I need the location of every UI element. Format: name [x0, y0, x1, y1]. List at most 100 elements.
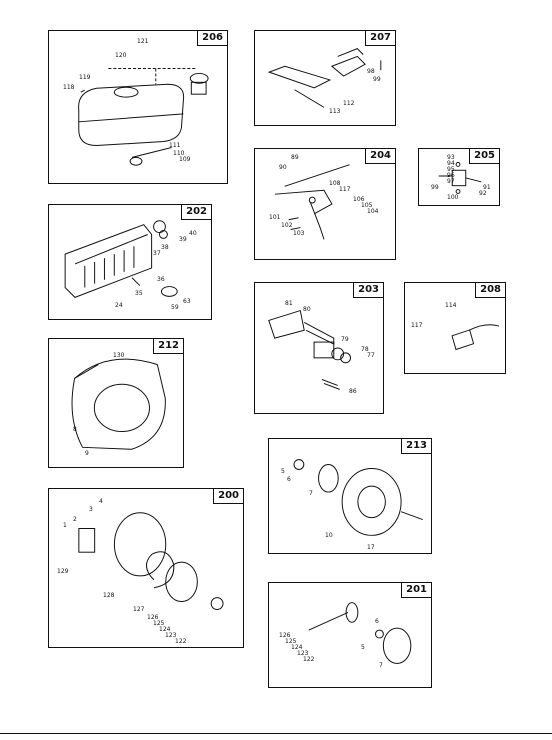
part-label: 36: [157, 276, 165, 283]
part-label: 5: [361, 644, 365, 651]
starter-pulley-drawing: [308, 602, 412, 664]
part-label: 126: [147, 614, 159, 621]
panel-201: 201 126 125 124 123 122 6 5 7: [268, 582, 432, 688]
part-label: 101: [269, 214, 281, 221]
part-label: 121: [137, 38, 149, 45]
panel-number: 206: [197, 31, 227, 46]
panel-207: 207 98 99 112 113: [254, 30, 396, 126]
flywheel-drawing: [293, 459, 423, 536]
part-label: 122: [175, 638, 187, 645]
part-label: 111: [169, 142, 181, 149]
panel-number: 213: [401, 439, 431, 454]
part-label: 110: [173, 150, 185, 157]
panel-206: 206 121 120 119 118 111 110 109: [48, 30, 228, 184]
part-label: 92: [479, 190, 487, 197]
part-label: 10: [325, 532, 333, 539]
part-label: 129: [57, 568, 69, 575]
fan-housing-drawing: [71, 358, 166, 450]
part-label: 124: [291, 644, 303, 651]
part-label: 119: [79, 74, 91, 81]
part-label: 6: [287, 476, 291, 483]
part-label: 118: [63, 84, 75, 91]
part-label: 126: [279, 632, 291, 639]
part-label: 114: [445, 302, 457, 309]
part-label: 96: [447, 172, 455, 179]
ignition-coil-drawing: [451, 324, 500, 351]
panel-number: 205: [469, 149, 499, 164]
part-label: 125: [285, 638, 297, 645]
part-label: 86: [349, 388, 357, 395]
panel-number: 208: [475, 283, 505, 298]
part-label: 2: [73, 516, 77, 523]
part-label: 97: [447, 178, 455, 185]
part-label: 98: [367, 68, 375, 75]
part-label: 35: [135, 290, 143, 297]
part-label: 100: [447, 194, 459, 201]
part-label: 130: [113, 352, 125, 359]
panel-213: 213 5 6 7 10 17: [268, 438, 432, 554]
part-label: 117: [339, 186, 351, 193]
part-label: 94: [447, 160, 455, 167]
part-label: 125: [153, 620, 165, 627]
part-label: 122: [303, 656, 315, 663]
governor-linkage-drawing: [274, 164, 350, 240]
part-label: 102: [281, 222, 293, 229]
panel-number: 200: [213, 489, 243, 504]
part-label: 77: [367, 352, 375, 359]
panel-number: 202: [181, 205, 211, 220]
part-label: 38: [161, 244, 169, 251]
part-label: 78: [361, 346, 369, 353]
part-label: 37: [153, 250, 161, 257]
panel-203: 203 81 80 79 78 77 86: [254, 282, 384, 414]
part-label: 128: [103, 592, 115, 599]
panel-200: 200 4 3 2 1 129 128 127 126 125 124 123 …: [48, 488, 244, 648]
part-label: 8: [73, 426, 77, 433]
part-label: 81: [285, 300, 293, 307]
part-label: 90: [279, 164, 287, 171]
bracket-drawing: [267, 48, 382, 108]
panel-number: 203: [353, 283, 383, 298]
part-label: 39: [179, 236, 187, 243]
part-label: 7: [309, 490, 313, 497]
panel-number: 201: [401, 583, 431, 598]
part-label: 99: [373, 76, 381, 83]
part-label: 93: [447, 154, 455, 161]
panel-202: 202 40 39 38 37 36 35 24 63 59: [48, 204, 212, 320]
part-label: 17: [367, 544, 375, 551]
part-label: 5: [281, 468, 285, 475]
muffler-drawing: [64, 220, 178, 298]
part-label: 106: [353, 196, 365, 203]
part-label: 120: [115, 52, 127, 59]
part-label: 3: [89, 506, 93, 513]
part-label: 113: [329, 108, 341, 115]
part-label: 91: [483, 184, 491, 191]
part-label: 104: [367, 208, 379, 215]
panel-208: 208 114 117: [404, 282, 506, 374]
fuel-tank-drawing: [78, 68, 209, 166]
recoil-starter-drawing: [78, 512, 224, 610]
panel-number: 212: [153, 339, 183, 354]
carburetor-drawing: [268, 309, 351, 390]
panel-number: 204: [365, 149, 395, 164]
part-label: 124: [159, 626, 171, 633]
panel-204: 204 89 90 108 117 106 105 104 101 102 10…: [254, 148, 396, 260]
part-label: 59: [171, 304, 179, 311]
part-label: 117: [411, 322, 423, 329]
part-label: 6: [375, 618, 379, 625]
part-label: 109: [179, 156, 191, 163]
part-label: 9: [85, 450, 89, 457]
part-label: 99: [431, 184, 439, 191]
panel-205: 205 93 94 95 96 97 99 91 92 100: [418, 148, 500, 206]
part-label: 24: [115, 302, 123, 309]
part-label: 80: [303, 306, 311, 313]
part-label: 108: [329, 180, 341, 187]
page-footer-rule: [0, 733, 552, 734]
panel-212: 212 130 8 9: [48, 338, 184, 468]
part-label: 123: [165, 632, 177, 639]
lever-assembly-drawing: [438, 162, 482, 194]
part-label: 4: [99, 498, 103, 505]
part-label: 127: [133, 606, 145, 613]
part-label: 123: [297, 650, 309, 657]
part-label: 1: [63, 522, 67, 529]
part-label: 89: [291, 154, 299, 161]
